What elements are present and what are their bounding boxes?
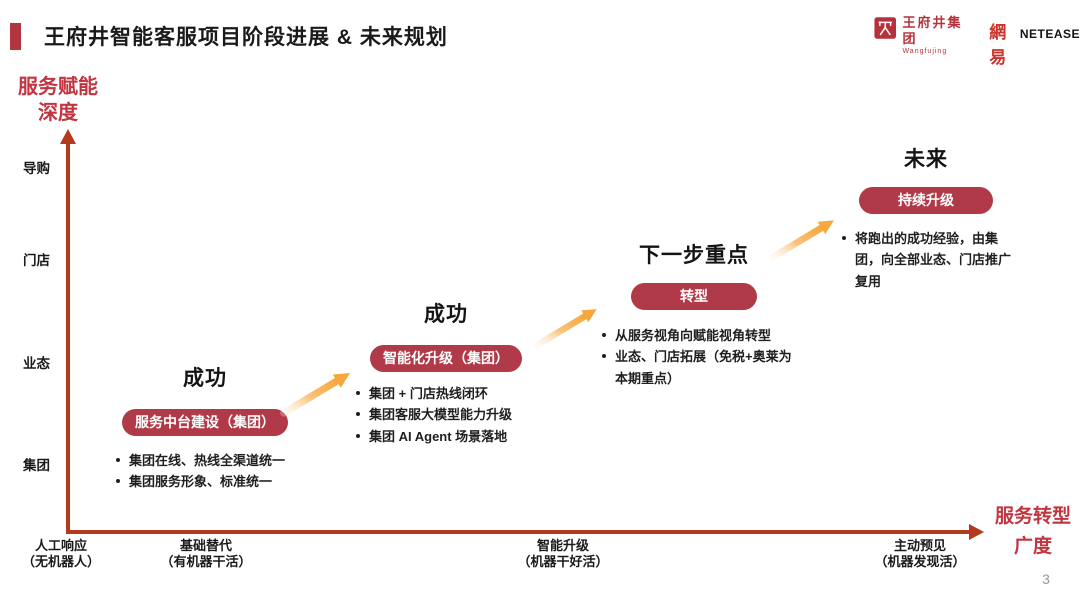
x-tick-line2: （机器干好活）: [517, 553, 609, 569]
bullet-dot-icon: [116, 458, 120, 462]
x-tick-line1: 主动预见: [893, 538, 947, 553]
bullet-item: 集团 + 门店热线闭环: [354, 383, 540, 404]
stage-heading: 成功: [424, 303, 468, 326]
slide-title: 王府井智能客服项目阶段进展 & 未来规划: [44, 26, 448, 49]
stage-transformation: 下一步重点 转型 从服务视角向赋能视角转型 业态、门店拓展（免税+奥莱为本期重点…: [596, 239, 792, 389]
bullet-dot-icon: [602, 333, 606, 337]
x-axis-label: 服务转型 广度: [986, 502, 1080, 562]
y-tick-daogou: 导购: [23, 161, 50, 176]
stage-bullets: 将跑出的成功经验，由集团，向全部业态、门店推广复用: [840, 228, 1016, 292]
bullet-text: 集团 AI Agent 场景落地: [369, 428, 508, 444]
netease-logo: 網易 NETEASE: [989, 18, 1080, 68]
y-axis-label: 服务赋能 深度: [6, 74, 110, 126]
y-tick-jituan: 集团: [23, 458, 50, 473]
stage-pill: 服务中台建设（集团）: [122, 409, 288, 436]
x-tick-jichutidai: 基础替代 （有机器干活）: [160, 538, 251, 569]
bullet-text: 从服务视角向赋能视角转型: [615, 328, 772, 343]
bullet-item: 将跑出的成功经验，由集团，向全部业态、门店推广复用: [840, 228, 1016, 292]
bullet-item: 集团 AI Agent 场景落地: [354, 426, 540, 447]
bullet-text: 业态、门店拓展（免税+奥莱为本期重点）: [615, 349, 792, 386]
progress-arrow-icon: [768, 220, 834, 262]
bullet-dot-icon: [116, 479, 120, 484]
progress-arrow-icon: [280, 373, 351, 417]
stage-heading: 下一步重点: [639, 244, 749, 267]
stage-intelligent-upgrade: 成功 智能化升级（集团） 集团 + 门店热线闭环 集团客服大模型能力升级 集团 …: [352, 298, 540, 447]
wangfujing-logo-name: 王府井集团: [902, 15, 963, 46]
stage-bullets: 集团在线、热线全渠道统一 集团服务形象、标准统一: [114, 450, 298, 493]
stage-pill: 转型: [631, 283, 757, 310]
progress-arrow-icon: [533, 309, 597, 349]
stage-future-upgrade: 未来 持续升级 将跑出的成功经验，由集团，向全部业态、门店推广复用: [836, 143, 1016, 292]
x-tick-line2: （有机器干活）: [160, 553, 252, 569]
x-tick-zhudongyujian: 主动预见 （机器发现活）: [874, 538, 965, 569]
bullet-text: 将跑出的成功经验，由集团，向全部业态、门店推广复用: [855, 231, 1012, 289]
bullet-text: 集团客服大模型能力升级: [369, 407, 513, 423]
bullet-item: 集团客服大模型能力升级: [354, 404, 540, 425]
bullet-item: 从服务视角向赋能视角转型: [600, 325, 792, 346]
page-number: 3: [1042, 571, 1050, 587]
bullet-dot-icon: [356, 412, 360, 417]
bullet-text: 集团服务形象、标准统一: [129, 474, 273, 490]
stage-pill: 持续升级: [859, 187, 993, 214]
bullet-dot-icon: [356, 391, 360, 395]
title-accent-bar: [10, 23, 21, 50]
x-tick-line1: 基础替代: [179, 538, 233, 553]
wangfujing-logo-sub: Wangfujing: [902, 48, 948, 55]
y-tick-yetai: 业态: [23, 356, 50, 371]
bullet-dot-icon: [356, 433, 360, 438]
bullet-item: 集团服务形象、标准统一: [114, 471, 298, 492]
stage-bullets: 集团 + 门店热线闭环 集团客服大模型能力升级 集团 AI Agent 场景落地: [354, 383, 540, 447]
y-axis-label-line1: 服务赋能: [18, 76, 98, 98]
netease-logo-cn: 網易: [989, 23, 1009, 67]
bullet-text: 集团 + 门店热线闭环: [369, 386, 488, 401]
wangfujing-logo: 王府井集团 Wangfujing: [874, 15, 967, 56]
x-tick-line2: （无机器人）: [21, 553, 101, 569]
x-axis-arrowhead: [969, 524, 984, 540]
stage-pill: 智能化升级（集团）: [370, 345, 522, 372]
x-tick-line1: 人工响应: [34, 538, 88, 553]
bullet-dot-icon: [842, 236, 846, 240]
y-axis-arrowhead: [60, 129, 76, 144]
logo-group: 王府井集团 Wangfujing 網易 NETEASE: [874, 15, 1080, 68]
netease-logo-en: NETEASE: [1019, 27, 1080, 41]
bullet-item: 集团在线、热线全渠道统一: [114, 450, 298, 471]
x-axis-line: [66, 530, 972, 534]
bullet-item: 业态、门店拓展（免税+奥莱为本期重点）: [600, 346, 792, 389]
x-tick-rengongxiangying: 人工响应 （无机器人）: [22, 538, 100, 569]
stage-heading: 成功: [183, 367, 227, 390]
x-axis-label-line1: 服务转型: [994, 506, 1071, 527]
y-axis-label-line2: 深度: [38, 102, 78, 124]
stage-heading: 未来: [904, 148, 948, 171]
x-axis-label-line2: 广度: [1013, 536, 1052, 557]
x-tick-zhinengshengji: 智能升级 （机器干好活）: [517, 538, 608, 569]
x-tick-line1: 智能升级: [536, 538, 590, 553]
x-tick-line2: （机器发现活）: [874, 553, 966, 569]
bullet-text: 集团在线、热线全渠道统一: [129, 453, 286, 468]
y-tick-mendian: 门店: [23, 253, 50, 268]
stage-bullets: 从服务视角向赋能视角转型 业态、门店拓展（免税+奥莱为本期重点）: [600, 325, 792, 389]
y-axis-line: [66, 142, 70, 534]
bullet-dot-icon: [602, 354, 606, 359]
wangfujing-logo-icon: [874, 17, 897, 39]
stage-service-middle-platform: 成功 服务中台建设（集团） 集团在线、热线全渠道统一 集团服务形象、标准统一: [112, 362, 298, 493]
